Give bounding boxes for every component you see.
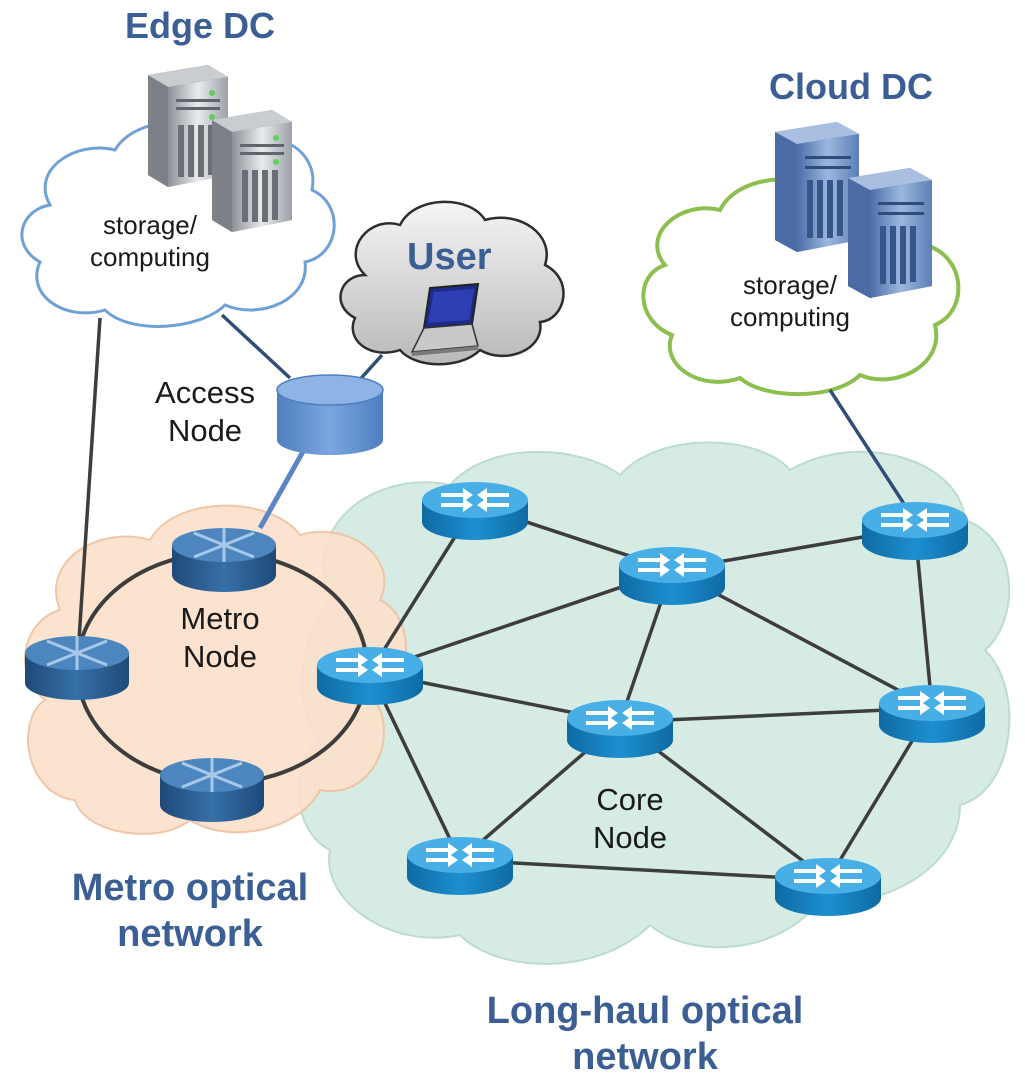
longhaul-cloud [297, 441, 1011, 965]
edge-storage-label: storage/ computing [70, 210, 230, 273]
metro-network-label: Metro optical network [30, 866, 350, 957]
router-icon [567, 700, 673, 758]
metro-router-icon [170, 526, 278, 594]
metro-network-line-2: network [117, 912, 263, 955]
router-icon [407, 837, 513, 895]
metro-router-icon [23, 634, 131, 702]
longhaul-network-line-1: Long-haul optical [486, 990, 804, 1032]
edge-dc-title: Edge DC [125, 5, 276, 46]
access-node-line-2: Node [167, 412, 243, 448]
link-edge-to-access [220, 313, 292, 380]
cloud-storage-line-2: computing [730, 301, 850, 332]
router-icon [775, 858, 881, 916]
laptop-icon [410, 282, 480, 356]
cloud-dc-title: Cloud DC [769, 66, 933, 107]
edge-storage-line-1: storage/ [103, 210, 197, 240]
core-node-line-2: Node [592, 819, 668, 855]
router-icon [879, 685, 985, 743]
core-node-label: Core Node [565, 781, 695, 857]
cloud-storage-line-1: storage/ [743, 270, 837, 300]
metro-node-label: Metro Node [150, 600, 290, 676]
core-node-line-1: Core [596, 782, 664, 817]
metro-network-line-1: Metro optical [71, 867, 309, 909]
link-edge-to-metro [76, 317, 102, 656]
user-label: User [407, 236, 492, 278]
router-icon [619, 547, 725, 605]
longhaul-network-line-2: network [572, 1035, 718, 1078]
link-access-to-metro [257, 446, 308, 530]
access-node-line-1: Access [155, 375, 255, 410]
router-icon [862, 502, 968, 560]
edge-storage-line-2: computing [90, 241, 210, 272]
user-cloud [339, 200, 565, 366]
metro-node-line-1: Metro [180, 601, 260, 636]
cloud-storage-label: storage/ computing [705, 270, 875, 333]
metro-node-line-2: Node [182, 638, 258, 674]
longhaul-network-label: Long-haul optical network [440, 989, 850, 1080]
access-node-label: Access Node [140, 374, 270, 450]
link-cloud-dc-to-core [828, 389, 910, 511]
metro-router-icon [158, 756, 266, 824]
cylinder-node-icon [276, 374, 384, 455]
router-icon [317, 647, 423, 705]
router-icon [422, 482, 528, 540]
